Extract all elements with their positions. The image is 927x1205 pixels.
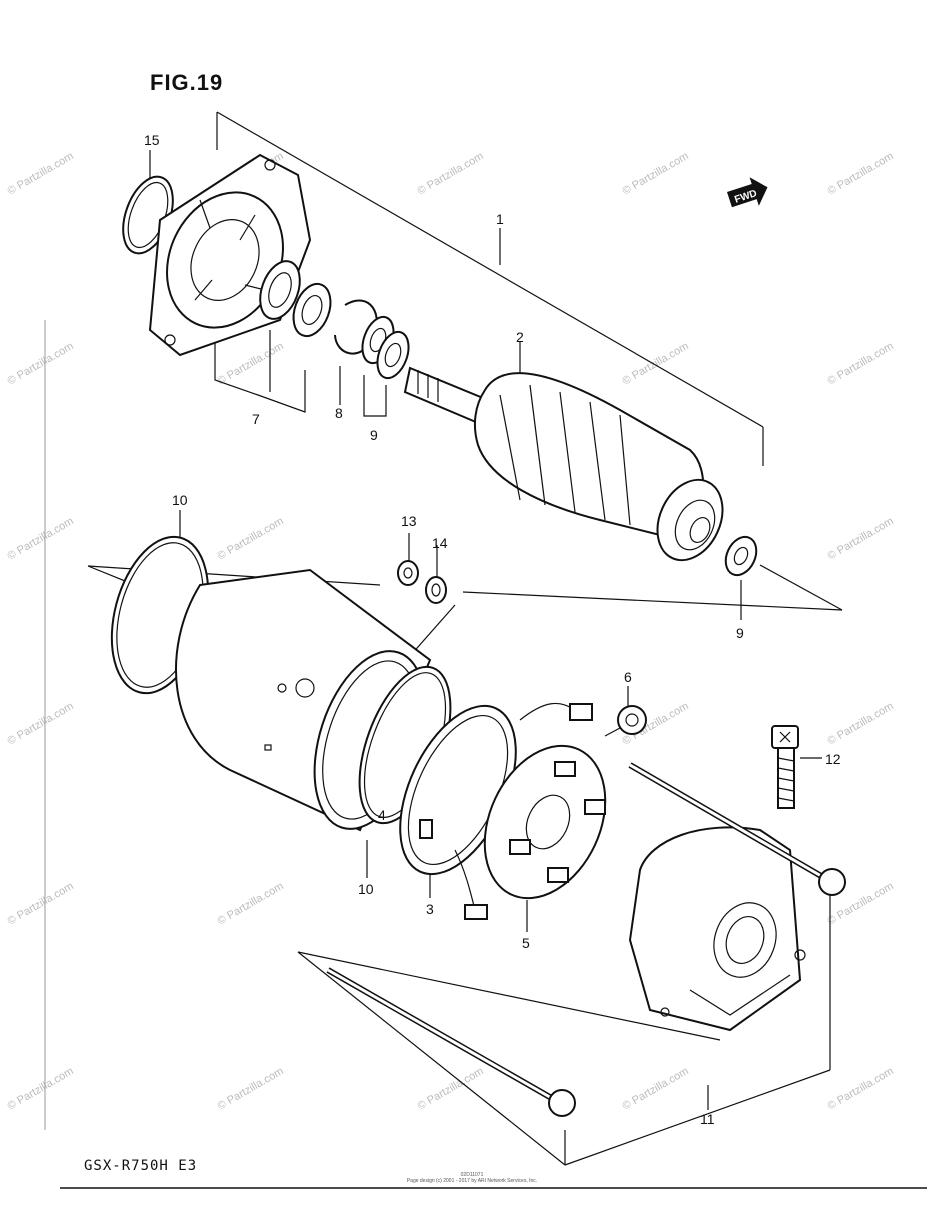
washer-9-rear [724,535,758,577]
figure-title: FIG.19 [150,70,224,95]
watermark-text: © Partzilla.com [621,150,691,197]
callout-5: 5 [522,935,530,951]
callout-2: 2 [516,329,524,345]
callout-9-lower: 9 [736,625,744,641]
callout-10-upper: 10 [172,492,188,508]
watermark-text: © Partzilla.com [621,1065,691,1112]
rear-end-cover [628,826,806,1032]
watermark-text: © Partzilla.com [826,515,896,562]
watermark-text: © Partzilla.com [6,340,76,387]
watermark-text: © Partzilla.com [826,1065,896,1112]
assembly-bracket-1 [216,111,764,466]
callout-9-upper: 9 [370,427,378,443]
screw-12 [771,725,799,809]
callout-8: 8 [335,405,343,421]
watermark-text: © Partzilla.com [826,150,896,197]
through-bolt-lower [326,967,576,1117]
leader-lines [149,150,822,1110]
callout-3: 3 [426,901,434,917]
bearing-7 [259,260,332,338]
callout-6: 6 [624,669,632,685]
callout-labels: 15 1 2 7 8 9 10 13 14 9 6 12 4 10 3 5 11 [144,132,841,1127]
callout-15: 15 [144,132,160,148]
thrust-washers-9 [361,315,410,380]
model-code: GSX-R750H E3 [84,1158,198,1174]
assembly-bracket-11 [297,895,831,1166]
watermark-text: © Partzilla.com [6,1065,76,1112]
watermark-text: © Partzilla.com [216,515,286,562]
watermark-text: © Partzilla.com [416,1065,486,1112]
callout-11: 11 [700,1111,715,1127]
callout-7: 7 [252,411,260,427]
nut-13 [397,560,419,586]
watermark-text: © Partzilla.com [416,150,486,197]
watermark-text: © Partzilla.com [826,340,896,387]
watermark-text: © Partzilla.com [216,880,286,927]
callout-4: 4 [378,807,386,823]
callout-1: 1 [496,211,504,227]
watermark-text: © Partzilla.com [6,880,76,927]
footer-copyright: Page design (c) 2001 - 2017 by ARI Netwo… [406,1178,538,1184]
watermark-text: © Partzilla.com [6,515,76,562]
callout-12: 12 [825,751,841,767]
watermark-text: © Partzilla.com [6,150,76,197]
copyright-footer: 02D11071 Page design (c) 2001 - 2017 by … [402,1172,542,1184]
watermark-text: © Partzilla.com [216,1065,286,1112]
callout-13: 13 [401,513,417,529]
footer-code: 02D11071 [460,1172,484,1178]
callout-10-lower: 10 [358,881,374,897]
watermark-text: © Partzilla.com [826,700,896,747]
brush-plate-5 [483,744,607,900]
through-bolt-upper [628,762,846,896]
washer-14 [425,576,447,604]
fwd-arrow-icon: FWD [727,177,768,208]
watermark-text: © Partzilla.com [621,340,691,387]
watermark-text: © Partzilla.com [216,340,286,387]
callout-14: 14 [432,535,448,551]
brush-spring-6 [604,705,647,737]
watermark-text: © Partzilla.com [6,700,76,747]
armature-2 [403,366,724,562]
